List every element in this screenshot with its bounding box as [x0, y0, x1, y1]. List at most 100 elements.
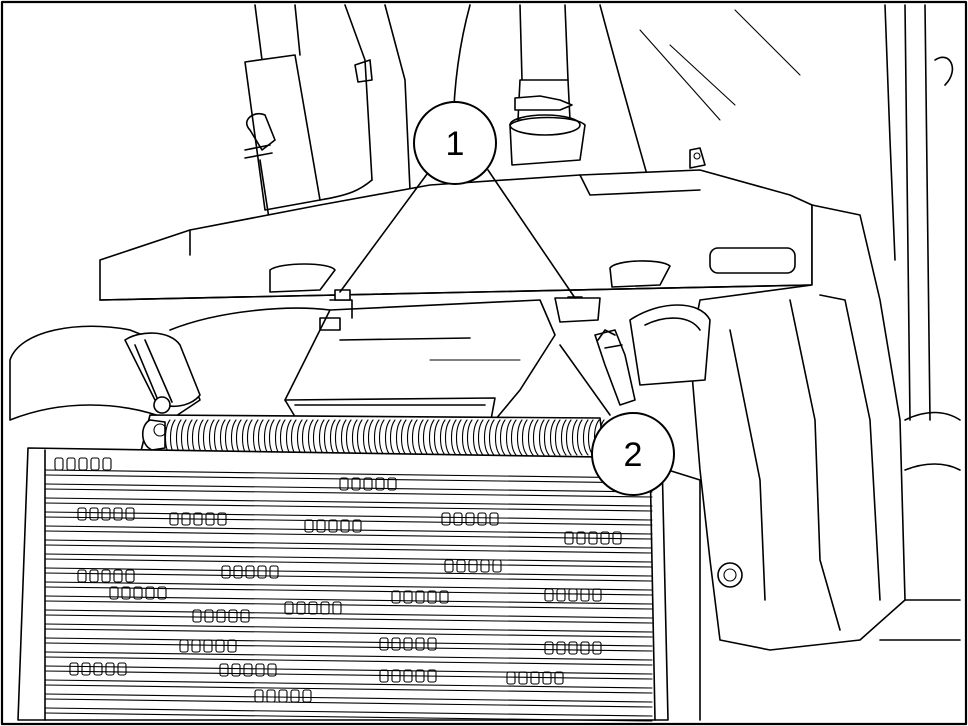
radiator-fin [44, 637, 653, 647]
radiator-fin [44, 474, 653, 484]
tank-slot [269, 565, 279, 579]
callout-2: 2 [591, 412, 675, 496]
tank-slot [125, 569, 135, 583]
tank-slot [544, 641, 554, 655]
hose-rib [461, 419, 473, 456]
tank-slot [89, 507, 99, 521]
tank-slot [203, 639, 213, 653]
tank-slot [255, 663, 265, 677]
hose-rib [560, 419, 572, 456]
tank-slot [133, 586, 143, 600]
hose-rib [395, 419, 407, 456]
tank-slot [580, 641, 590, 655]
hose-rib [384, 419, 396, 456]
radiator-fin [44, 502, 653, 512]
tank-slot [592, 588, 602, 602]
hose-rib [417, 419, 429, 456]
tank-slot [339, 477, 349, 491]
tank-slot [90, 457, 100, 471]
radiator-fin [44, 614, 653, 624]
tank-slot [391, 590, 401, 604]
tank-slot [600, 531, 610, 545]
tank-slot [192, 609, 202, 623]
tank-slot [441, 512, 451, 526]
radiator-core [17, 447, 701, 722]
tank-slot [93, 662, 103, 676]
radiator-fin [44, 600, 653, 610]
fan-shroud [99, 147, 813, 301]
tank-slot [580, 588, 590, 602]
tank-slot [480, 559, 490, 573]
radiator-fin [44, 567, 653, 577]
tank-slot [352, 519, 362, 533]
hose-rib [406, 419, 418, 456]
tank-slot [254, 689, 264, 703]
tank-slot [576, 531, 586, 545]
tank-slot [102, 457, 112, 471]
tank-slot [169, 512, 179, 526]
tank-slot [556, 641, 566, 655]
hose-rib [439, 419, 451, 456]
tank-slot [568, 588, 578, 602]
tank-slot [415, 590, 425, 604]
tank-slot [556, 588, 566, 602]
radiator-fin [44, 707, 653, 717]
tank-slot [302, 689, 312, 703]
hose-rib [450, 419, 462, 456]
radiator-fin [44, 651, 653, 661]
tank-slot [231, 663, 241, 677]
tank-slot [125, 507, 135, 521]
tank-slot [215, 639, 225, 653]
radiator-fin [44, 511, 653, 521]
tank-slot [193, 512, 203, 526]
tank-slot [81, 662, 91, 676]
hose-rib [472, 419, 484, 456]
tank-slot [109, 586, 119, 600]
tank-slot [221, 565, 231, 579]
tank-slot [89, 569, 99, 583]
tank-slot [568, 641, 578, 655]
radiator-fin [44, 497, 653, 507]
radiator-fin [44, 693, 653, 703]
tank-slot [121, 586, 131, 600]
tank-slot [243, 663, 253, 677]
tank-slot [492, 559, 502, 573]
hose-rib [538, 419, 550, 456]
tank-slot [439, 590, 449, 604]
callout-1-label: 1 [446, 125, 465, 163]
tank-slot [266, 689, 276, 703]
tank-slot [415, 669, 425, 683]
tank-slot [468, 559, 478, 573]
tank-slot [113, 507, 123, 521]
radiator-fin [44, 488, 653, 498]
radiator-fin [44, 609, 653, 619]
tank-slot [351, 477, 361, 491]
radiator-fin [44, 530, 653, 540]
tank-slot [69, 662, 79, 676]
tank-slot [340, 519, 350, 533]
radiator-fin [44, 539, 653, 549]
radiator-fin [44, 628, 653, 638]
hose-rib [483, 419, 495, 456]
tank-slot [456, 559, 466, 573]
tank-slot [284, 601, 294, 615]
radiator-fin [44, 544, 653, 554]
radiator-fin [44, 469, 653, 479]
hose-rib [494, 419, 506, 456]
left-radiator-hose [9, 307, 331, 421]
duct-mounting-bolts [334, 289, 601, 323]
radiator-fin [44, 679, 653, 689]
radiator-fin [44, 572, 653, 582]
tank-slot [267, 663, 277, 677]
tank-slot [105, 662, 115, 676]
tank-slot [205, 512, 215, 526]
radiator-fin [44, 623, 653, 633]
hose-rib [428, 419, 440, 456]
tank-slot [489, 512, 499, 526]
air-duct [284, 299, 556, 426]
tank-slot [530, 671, 540, 685]
tank-slot [453, 512, 463, 526]
tank-slot [217, 512, 227, 526]
tank-slot [54, 457, 64, 471]
